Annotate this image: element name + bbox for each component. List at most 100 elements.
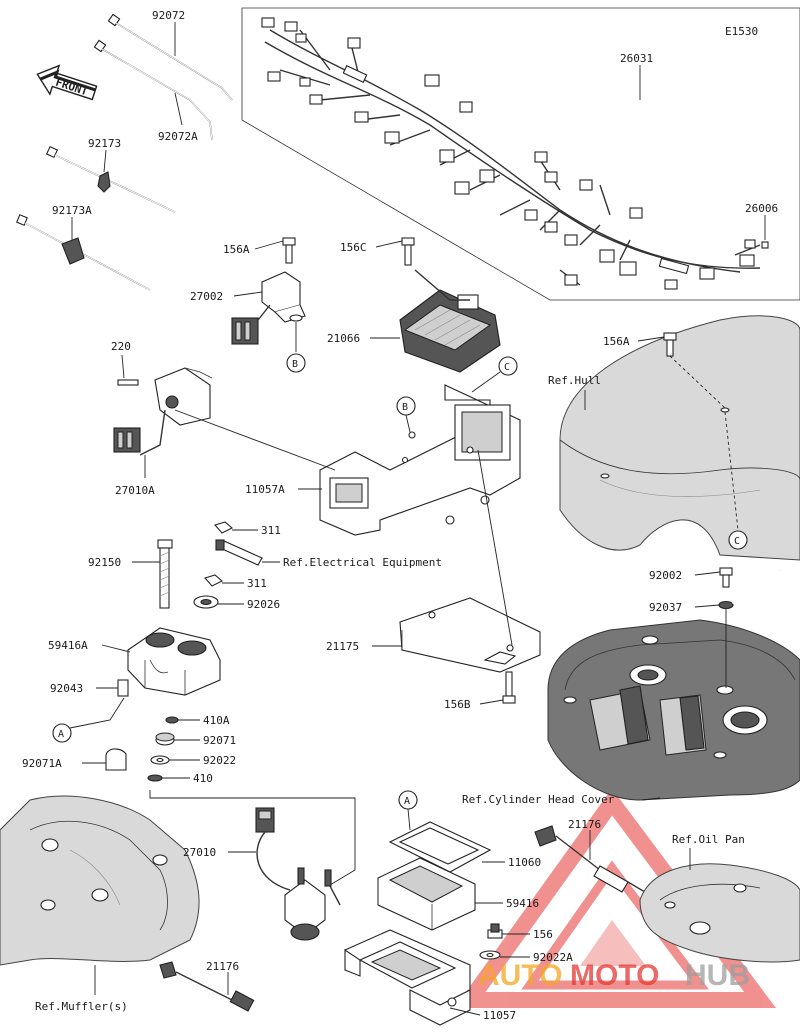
watermark-auto: AUTO bbox=[478, 959, 562, 992]
label-11057: 11057 bbox=[483, 1009, 516, 1022]
label-92026: 92026 bbox=[247, 598, 280, 611]
bracket-11057 bbox=[344, 929, 471, 1026]
label-21175: 21175 bbox=[326, 640, 359, 653]
label-92071A: 92071A bbox=[22, 757, 62, 770]
sensor-21176-lower bbox=[159, 961, 255, 1012]
ecu-21175 bbox=[399, 597, 541, 673]
gasket-11060 bbox=[388, 821, 492, 873]
nut-410 bbox=[147, 774, 163, 782]
ref-cylinder-head-cover: Ref.Cylinder Head Cover bbox=[462, 793, 615, 806]
label-410A: 410A bbox=[203, 714, 230, 727]
label-156: 156 bbox=[533, 928, 553, 941]
ref-electrical-equipment: Ref.Electrical Equipment bbox=[283, 556, 442, 569]
label-59416A: 59416A bbox=[48, 639, 88, 652]
sub-harness-26006 bbox=[734, 239, 769, 256]
nut-311-top bbox=[214, 521, 233, 534]
label-156A-top: 156A bbox=[223, 243, 250, 256]
label-27002: 27002 bbox=[190, 290, 223, 303]
watermark-moto: MOTO bbox=[570, 959, 659, 992]
watermark-text: AUTO MOTO HUB bbox=[478, 959, 750, 992]
sensor-21176-upper bbox=[534, 825, 651, 896]
label-92002: 92002 bbox=[649, 569, 682, 582]
terminal-stud bbox=[215, 539, 263, 566]
front-arrow-icon: FRONT bbox=[36, 64, 98, 101]
label-26031: 26031 bbox=[620, 52, 653, 65]
cap-92071 bbox=[155, 732, 175, 746]
washer-410A bbox=[165, 716, 179, 724]
harness-frame bbox=[241, 7, 800, 301]
relay-27002 bbox=[231, 271, 306, 345]
label-311-top: 311 bbox=[261, 524, 281, 537]
label-156C: 156C bbox=[340, 241, 367, 254]
callout-C-hull: C bbox=[734, 536, 740, 547]
bracket-11057A bbox=[319, 384, 521, 536]
label-92072: 92072 bbox=[152, 9, 185, 22]
watermark-triangle-core bbox=[580, 920, 646, 966]
label-92150: 92150 bbox=[88, 556, 121, 569]
callout-A-lower: A bbox=[404, 796, 410, 807]
label-27010: 27010 bbox=[183, 846, 216, 859]
label-27010A: 27010A bbox=[115, 484, 155, 497]
ref-hull: Ref.Hull bbox=[548, 374, 601, 387]
washer-92022 bbox=[150, 755, 170, 765]
label-156A-hull: 156A bbox=[603, 335, 630, 348]
label-26006: 26006 bbox=[745, 202, 778, 215]
ref-cylinder-head-cover-shape bbox=[547, 619, 800, 801]
bolt-156-lower bbox=[487, 923, 503, 939]
label-92037: 92037 bbox=[649, 601, 682, 614]
callout-C-bracket: C bbox=[504, 362, 510, 373]
label-92022A: 92022A bbox=[533, 951, 573, 964]
pin-92043 bbox=[117, 679, 129, 697]
cable-tie-92072 bbox=[107, 13, 233, 101]
label-92043: 92043 bbox=[50, 682, 83, 695]
label-156B: 156B bbox=[444, 698, 471, 711]
bolt-156C bbox=[401, 237, 415, 266]
callout-B-upper: B bbox=[292, 359, 298, 370]
callout-C-circle-hull bbox=[728, 530, 748, 550]
cable-tie-92173 bbox=[45, 145, 176, 213]
nut-311-bottom bbox=[204, 574, 223, 587]
callout-C-circle-bracket bbox=[498, 356, 518, 376]
label-410: 410 bbox=[193, 772, 213, 785]
callout-B-circle-upper bbox=[286, 353, 306, 373]
sensor-27010 bbox=[255, 807, 341, 941]
relay-holder-59416A bbox=[127, 627, 221, 696]
screw-220 bbox=[117, 379, 139, 386]
callout-A-left: A bbox=[58, 729, 64, 740]
label-59416: 59416 bbox=[506, 897, 539, 910]
label-220: 220 bbox=[111, 340, 131, 353]
diagram-code: E1530 bbox=[725, 25, 758, 38]
label-92173: 92173 bbox=[88, 137, 121, 150]
label-11057A: 11057A bbox=[245, 483, 285, 496]
ref-mufflers: Ref.Muffler(s) bbox=[35, 1000, 128, 1013]
label-92173A: 92173A bbox=[52, 204, 92, 217]
washer-92022A bbox=[479, 950, 501, 960]
bolt-156A-top bbox=[282, 237, 296, 264]
ref-oil-pan: Ref.Oil Pan bbox=[672, 833, 745, 846]
cable-tie-92173A bbox=[16, 214, 151, 291]
watermark-hub: HUB bbox=[685, 959, 750, 992]
label-11060: 11060 bbox=[508, 856, 541, 869]
bolt-92002 bbox=[719, 567, 733, 588]
grommet-92026 bbox=[193, 595, 219, 609]
regulator-21066 bbox=[399, 269, 501, 373]
ref-hull-shape bbox=[559, 315, 800, 561]
cable-tie-92072A bbox=[93, 39, 213, 141]
label-92022: 92022 bbox=[203, 754, 236, 767]
label-92071: 92071 bbox=[203, 734, 236, 747]
ref-oil-pan-shape bbox=[639, 863, 800, 963]
bolt-92150 bbox=[157, 539, 173, 609]
sensor-27010A bbox=[113, 367, 213, 456]
label-21176-top: 21176 bbox=[568, 818, 601, 831]
bolt-156B bbox=[502, 671, 516, 704]
main-harness-26031 bbox=[261, 17, 761, 290]
callout-A-circle-left bbox=[52, 723, 72, 743]
label-311-bottom: 311 bbox=[247, 577, 267, 590]
cap-92071A bbox=[105, 748, 127, 771]
ref-muffler-shape bbox=[0, 795, 200, 966]
label-21066: 21066 bbox=[327, 332, 360, 345]
label-21176-bottom: 21176 bbox=[206, 960, 239, 973]
holder-59416 bbox=[377, 857, 476, 931]
label-92072A: 92072A bbox=[158, 130, 198, 143]
